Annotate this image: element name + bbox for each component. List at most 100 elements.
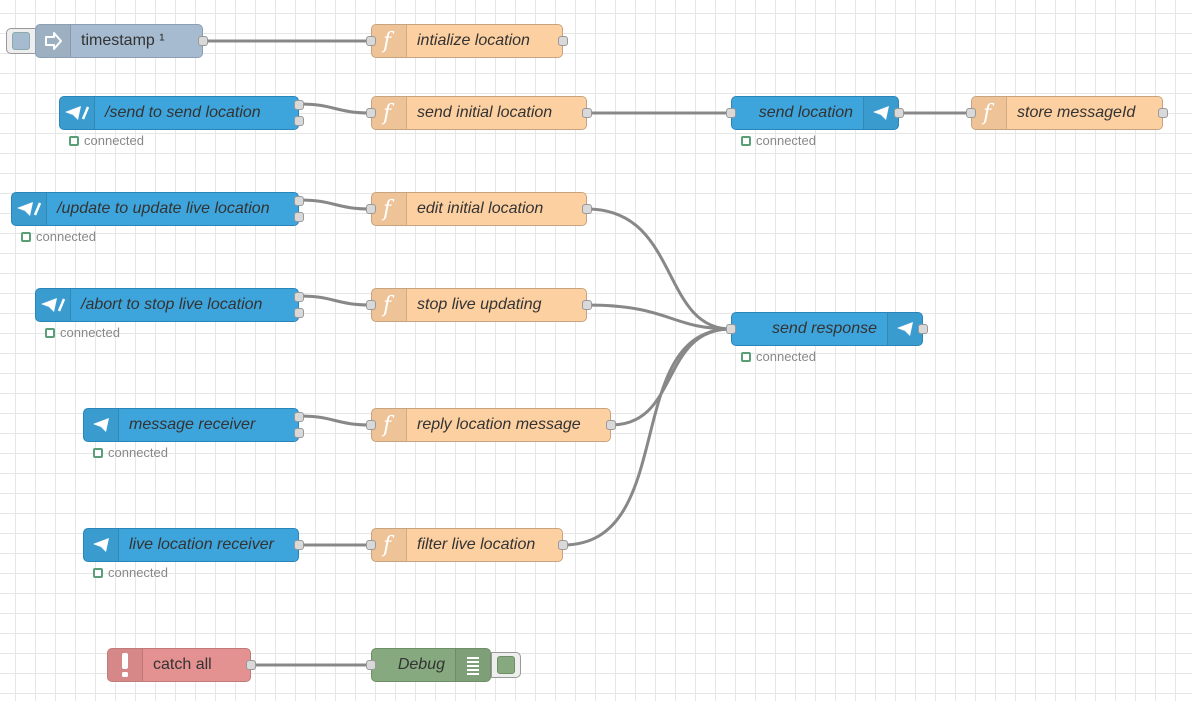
node-message-receiver-label: message receiver [129,416,256,433]
wire-edit-initial-location-to-send-response[interactable] [586,207,732,331]
output-port[interactable] [246,660,256,670]
node-send-response-label: send response [772,320,877,337]
output-port-1[interactable] [294,412,304,422]
telegram-send-icon [887,313,922,345]
wire-send-cmd-to-send-initial-location[interactable] [298,102,372,115]
node-intialize-location-label: intialize location [417,32,530,49]
status-dot [21,231,31,242]
svg-text:f: f [381,29,395,53]
node-abort-command-status: connected [45,325,120,340]
node-timestamp[interactable]: timestamp ¹ [35,24,208,58]
input-port[interactable] [366,420,376,430]
node-update-command-label: /update to update live location [57,200,270,217]
input-port[interactable] [366,36,376,46]
arrow-in-icon [36,25,71,57]
output-port[interactable] [606,420,616,430]
output-port[interactable] [1158,108,1168,118]
input-port[interactable] [366,204,376,214]
node-abort-command[interactable]: /abort to stop live location [35,288,304,322]
inject-trigger-button[interactable] [6,28,36,54]
debug-toggle-square [497,656,515,674]
node-abort-command-label: /abort to stop live location [81,296,263,313]
wire-filter-live-location-to-send-response[interactable] [562,327,732,547]
output-port[interactable] [558,540,568,550]
node-edit-initial-location-label: edit initial location [417,200,544,217]
input-port[interactable] [726,108,736,118]
node-update-command[interactable]: /update to update live location [11,192,304,226]
node-store-messageid-label: store messageId [1017,104,1136,121]
output-port[interactable] [294,540,304,550]
exclamation-icon [108,649,143,681]
telegram-command-icon [36,289,71,321]
node-debug-label: Debug [397,656,445,673]
wire-stop-live-updating-to-send-response[interactable] [586,303,732,331]
status-text: connected [108,445,168,460]
svg-text:f: f [381,413,395,437]
input-port[interactable] [366,660,376,670]
output-port[interactable] [582,300,592,310]
node-live-location-receiver[interactable]: live location receiver [83,528,304,562]
telegram-icon [84,409,119,441]
output-port[interactable] [918,324,928,334]
svg-text:f: f [381,101,395,125]
function-icon: f [372,193,407,225]
output-port-1[interactable] [294,292,304,302]
status-dot [45,327,55,338]
output-port[interactable] [558,36,568,46]
input-port[interactable] [726,324,736,334]
node-filter-live-location-label: filter live location [417,536,536,553]
wire-update-cmd-to-edit-initial-location[interactable] [298,198,372,211]
output-port[interactable] [894,108,904,118]
telegram-command-icon [12,193,47,225]
svg-text:f: f [381,197,395,221]
node-store-messageid[interactable]: f store messageId [966,96,1168,130]
node-send-response-status: connected [741,349,816,364]
status-dot [741,351,751,362]
node-send-location[interactable]: send location [726,96,904,130]
input-port[interactable] [366,108,376,118]
node-catch-all[interactable]: catch all [107,648,256,682]
status-text: connected [60,325,120,340]
node-catch-all-label: catch all [153,656,212,673]
status-dot [93,567,103,578]
node-send-command-label: /send to send location [105,104,261,121]
wire-abort-cmd-to-stop-live-updating[interactable] [298,294,372,307]
node-update-command-status: connected [21,229,96,244]
wire-message-receiver-to-reply-location-message[interactable] [298,414,372,427]
function-icon: f [372,289,407,321]
output-port-2[interactable] [294,212,304,222]
input-port[interactable] [966,108,976,118]
output-port-1[interactable] [294,196,304,206]
output-port-2[interactable] [294,428,304,438]
node-reply-location-message-label: reply location message [417,416,581,433]
node-stop-live-updating[interactable]: f stop live updating [366,288,592,322]
debug-toggle-button[interactable] [491,652,521,678]
node-send-initial-location-label: send initial location [417,104,553,121]
node-edit-initial-location[interactable]: f edit initial location [366,192,592,226]
node-message-receiver[interactable]: message receiver [83,408,304,442]
svg-text:f: f [381,293,395,317]
node-send-location-label: send location [758,104,853,121]
svg-text:f: f [981,101,995,125]
node-send-location-status: connected [741,133,816,148]
node-send-response[interactable]: send response [726,312,928,346]
function-icon: f [372,529,407,561]
output-port-1[interactable] [294,100,304,110]
output-port[interactable] [582,204,592,214]
output-port[interactable] [198,36,208,46]
output-port-2[interactable] [294,116,304,126]
output-port-2[interactable] [294,308,304,318]
node-debug[interactable]: Debug [366,648,491,682]
node-send-initial-location[interactable]: f send initial location [366,96,592,130]
wire-reply-location-message-to-send-response[interactable] [610,327,732,427]
list-icon [455,649,490,681]
node-reply-location-message[interactable]: f reply location message [366,408,616,442]
node-intialize-location[interactable]: f intialize location [366,24,568,58]
node-filter-live-location[interactable]: f filter live location [366,528,568,562]
output-port[interactable] [582,108,592,118]
node-send-command[interactable]: /send to send location [59,96,304,130]
node-stop-live-updating-label: stop live updating [417,296,542,313]
input-port[interactable] [366,540,376,550]
input-port[interactable] [366,300,376,310]
